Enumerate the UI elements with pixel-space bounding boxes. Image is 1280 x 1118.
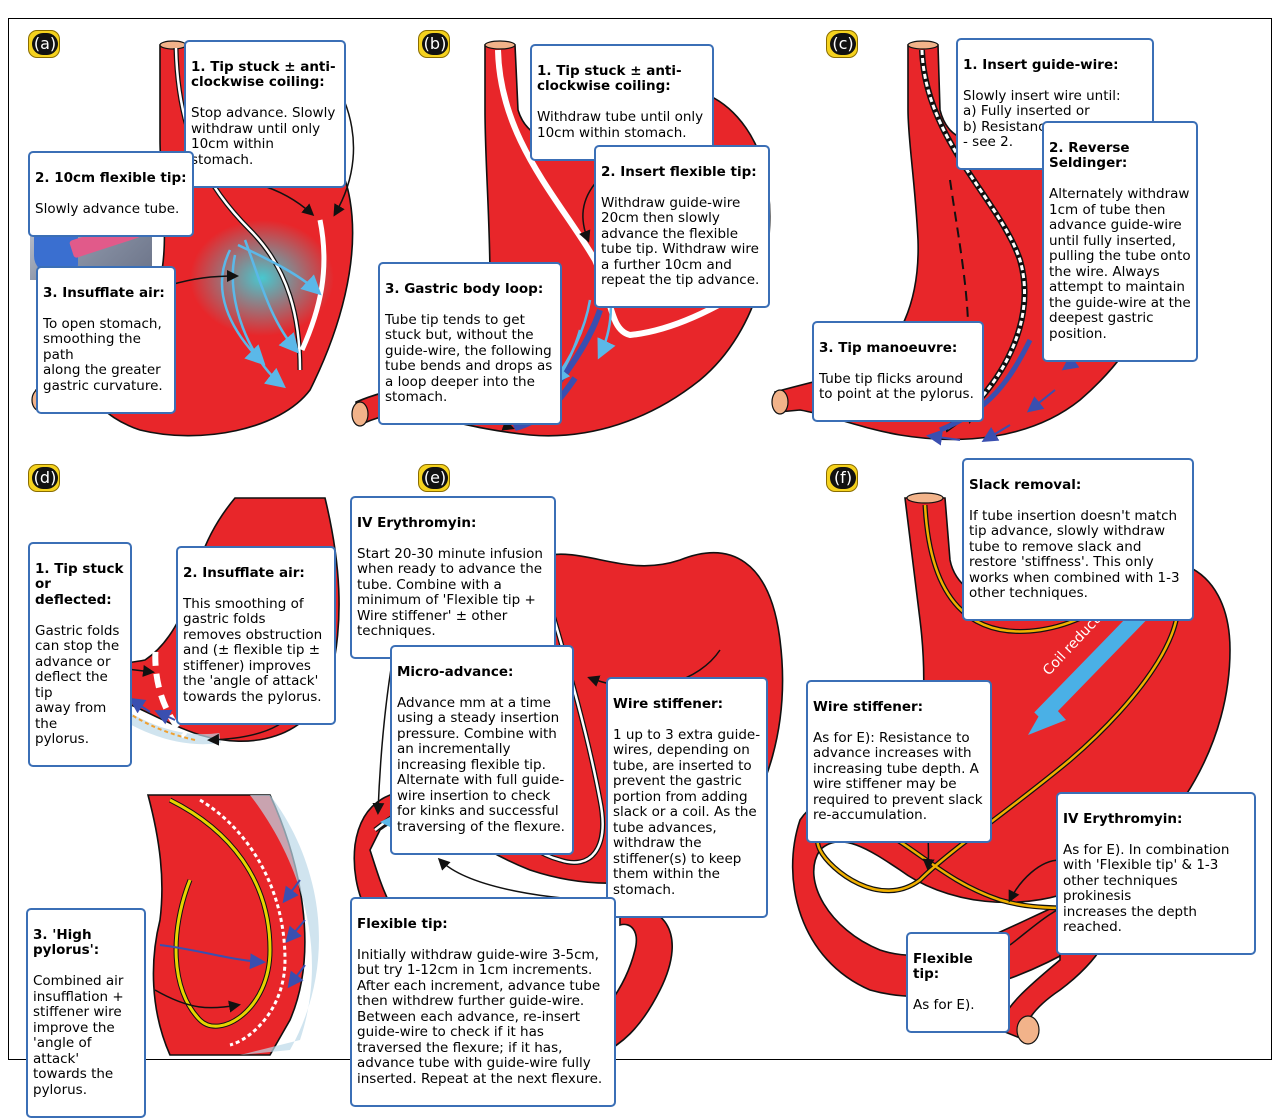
panel-badge-d: (d) [28, 464, 60, 492]
figure: Coil reduction (a) (b) (c) (d) (e) (f) 1… [0, 0, 1280, 1066]
callout-body: Stop advance. Slowly withdraw until only… [191, 106, 339, 168]
callout-d-1: 1. Tip stuck or deflected: Gastric folds… [28, 542, 132, 767]
callout-body: Combined air insufflation + stiffener wi… [33, 974, 139, 1098]
callout-title: 1. Insert guide-wire: [963, 58, 1147, 74]
panel-badge-e: (e) [418, 464, 450, 492]
callout-title: Flexible tip: [357, 917, 609, 933]
callout-title: IV Erythromyin: [357, 516, 549, 532]
badge-label: (e) [422, 467, 448, 489]
callout-title: 1. Tip stuck or deflected: [35, 562, 125, 609]
callout-title: Flexible tip: [913, 952, 1003, 983]
callout-body: Tube tip tends to get stuck but, without… [385, 313, 555, 406]
callout-b-2: 2. Insert flexible tip: Withdraw guide-w… [594, 145, 770, 308]
callout-body: Tube tip flicks around to point at the p… [819, 372, 977, 403]
callout-title: 3. Gastric body loop: [385, 282, 555, 298]
badge-label: (b) [422, 33, 448, 55]
callout-title: Wire stiffener: [613, 697, 761, 713]
callout-e-2: Micro-advance: Advance mm at a time usin… [390, 645, 574, 855]
callout-body: As for E). In combination with 'Flexible… [1063, 843, 1249, 936]
callout-body: Withdraw guide-wire 20cm then slowly adv… [601, 196, 763, 289]
callout-title: IV Erythromyin: [1063, 812, 1249, 828]
callout-b-3: 3. Gastric body loop: Tube tip tends to … [378, 262, 562, 425]
callout-d-3: 3. 'High pylorus': Combined air insuffla… [26, 908, 146, 1118]
callout-f-2: Wire stiffener: As for E): Resistance to… [806, 680, 992, 843]
callout-title: 3. 'High pylorus': [33, 928, 139, 959]
badge-label: (d) [32, 467, 58, 489]
panel-badge-f: (f) [826, 464, 858, 492]
callout-title: Micro-advance: [397, 665, 567, 681]
badge-label: (a) [32, 33, 58, 55]
callout-title: 3. Insufflate air: [43, 286, 169, 302]
callout-f-1: Slack removal: If tube insertion doesn't… [962, 458, 1194, 621]
callout-title: 2. 10cm flexible tip: [35, 171, 187, 187]
callout-body: To open stomach, smoothing the path alon… [43, 317, 169, 395]
callout-body: As for E). [913, 998, 1003, 1014]
callout-body: 1 up to 3 extra guide- wires, depending … [613, 728, 761, 899]
badge-label: (c) [830, 33, 856, 55]
badge-label: (f) [830, 467, 856, 489]
callout-c-3: 3. Tip manoeuvre: Tube tip flicks around… [812, 321, 984, 422]
callout-a-1: 1. Tip stuck ± anti- clockwise coiling: … [184, 40, 346, 188]
callout-b-1: 1. Tip stuck ± anti- clockwise coiling: … [530, 44, 714, 161]
callout-title: 1. Tip stuck ± anti- clockwise coiling: [191, 60, 339, 91]
callout-e-1: IV Erythromyin: Start 20-30 minute infus… [350, 496, 556, 659]
callout-d-2: 2. Insufflate air: This smoothing of gas… [176, 546, 336, 725]
panel-badge-b: (b) [418, 30, 450, 58]
callout-title: Wire stiffener: [813, 700, 985, 716]
panel-badge-a: (a) [28, 30, 60, 58]
panel-badge-c: (c) [826, 30, 858, 58]
callout-title: Slack removal: [969, 478, 1187, 494]
callout-body: Start 20-30 minute infusion when ready t… [357, 547, 549, 640]
callout-body: Advance mm at a time using a steady inse… [397, 696, 567, 836]
callout-a-3: 3. Insufflate air: To open stomach, smoo… [36, 266, 176, 414]
callout-body: Alternately withdraw 1cm of tube then ad… [1049, 187, 1191, 342]
callout-title: 1. Tip stuck ± anti- clockwise coiling: [537, 64, 707, 95]
callout-title: 2. Reverse Seldinger: [1049, 141, 1191, 172]
callout-title: 2. Insert flexible tip: [601, 165, 763, 181]
callout-e-3: Wire stiffener: 1 up to 3 extra guide- w… [606, 677, 768, 918]
callout-body: This smoothing of gastric folds removes … [183, 597, 329, 706]
callout-body: As for E): Resistance to advance increas… [813, 731, 985, 824]
callout-body: Gastric folds can stop the advance or de… [35, 624, 125, 748]
callout-a-2: 2. 10cm flexible tip: Slowly advance tub… [28, 151, 194, 237]
callout-e-4: Flexible tip: Initially withdraw guide-w… [350, 897, 616, 1107]
callout-body: Initially withdraw guide-wire 3-5cm, but… [357, 948, 609, 1088]
callout-title: 3. Tip manoeuvre: [819, 341, 977, 357]
callout-f-4: Flexible tip: As for E). [906, 932, 1010, 1033]
callout-f-3: IV Erythromyin: As for E). In combinatio… [1056, 792, 1256, 955]
callout-body: Withdraw tube until only 10cm within sto… [537, 110, 707, 141]
callout-title: 2. Insufflate air: [183, 566, 329, 582]
callout-body: Slowly advance tube. [35, 202, 187, 218]
callout-body: If tube insertion doesn't match tip adva… [969, 509, 1187, 602]
callout-c-2: 2. Reverse Seldinger: Alternately withdr… [1042, 121, 1198, 362]
